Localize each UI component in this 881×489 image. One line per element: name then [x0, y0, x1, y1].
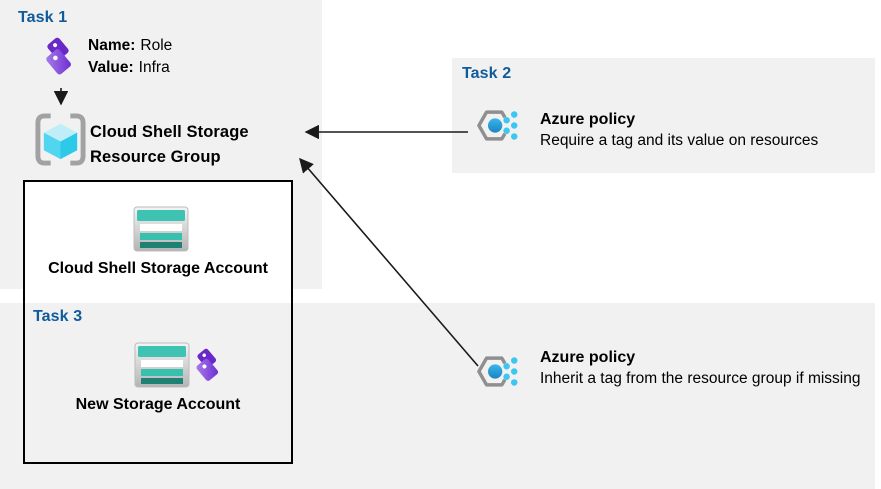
storage-account-icon	[134, 342, 190, 388]
tag-name-value: Role	[140, 37, 173, 54]
azure-policy-icon	[477, 349, 519, 394]
task3-label: Task 3	[33, 308, 83, 325]
task1-label: Task 1	[18, 9, 68, 26]
inherit-policy-title: Azure policy	[540, 349, 636, 366]
inherit-policy-text: Azure policy Inherit a tag from the reso…	[540, 347, 860, 389]
require-policy-title: Azure policy	[540, 111, 636, 128]
require-policy-text: Azure policy Require a tag and its value…	[540, 109, 818, 151]
tag-name-label: Name:	[88, 37, 136, 54]
storage-account-icon	[133, 206, 189, 252]
task2-label: Task 2	[462, 65, 512, 82]
tag-value-value: Infra	[138, 59, 170, 76]
resource-group-title: Cloud Shell Storage Resource Group	[90, 120, 249, 170]
resource-group-box	[23, 180, 293, 464]
tag-icon	[40, 37, 80, 79]
tag-value-line: Value:Infra	[88, 57, 172, 79]
cloud-shell-storage-account-label: Cloud Shell Storage Account	[48, 260, 268, 277]
tag-name-value-block: Name:Role Value:Infra	[88, 35, 172, 79]
task2-panel	[452, 58, 875, 173]
new-storage-account-label: New Storage Account	[75, 396, 241, 413]
tag-icon	[191, 348, 226, 385]
azure-policy-icon	[477, 103, 519, 148]
require-policy-desc: Require a tag and its value on resources	[540, 132, 819, 149]
resource-group-icon	[34, 111, 87, 168]
resource-group-title-line2: Resource Group	[90, 148, 221, 166]
tag-name-line: Name:Role	[88, 35, 172, 57]
inherit-policy-desc: Inherit a tag from the resource group if…	[540, 370, 861, 387]
resource-group-title-line1: Cloud Shell Storage	[90, 123, 249, 141]
tag-value-label: Value:	[88, 59, 134, 76]
